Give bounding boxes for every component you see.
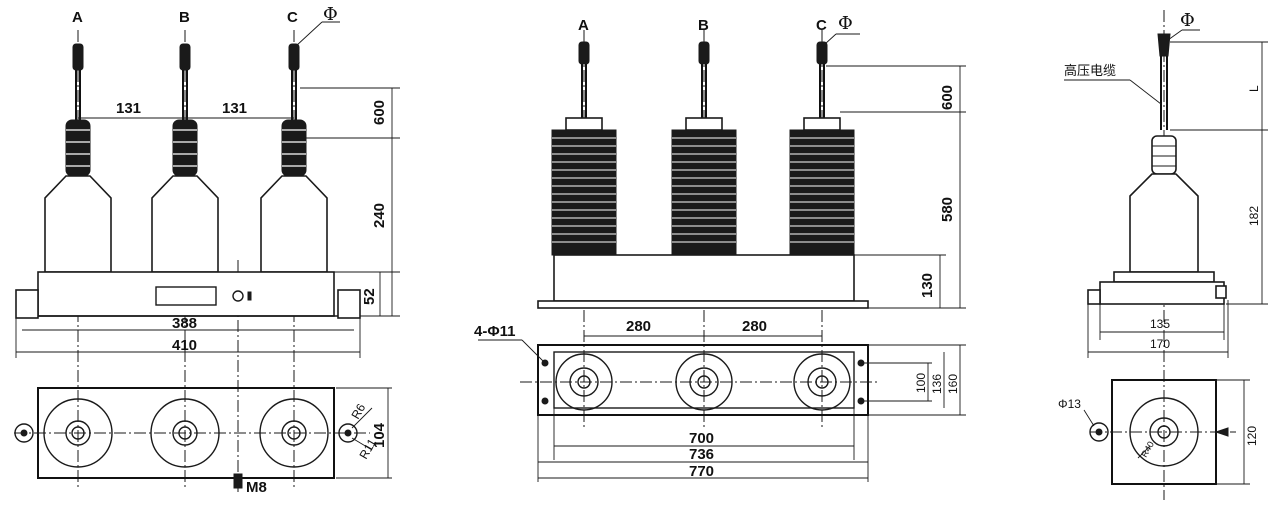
dim-120: 120 <box>1245 426 1259 446</box>
insulator-body-a <box>44 175 112 273</box>
dim-136: 136 <box>930 374 944 394</box>
dim-phi13: Φ13 <box>1058 397 1081 411</box>
terminal-a <box>72 43 84 120</box>
dim-mid-v1: 240 <box>371 203 388 228</box>
dim-spacing-ab-v2: 280 <box>626 318 651 335</box>
mount-foot-left <box>15 289 39 319</box>
view3-plan <box>1083 379 1250 485</box>
view1-front-elevation: 131 131 600 240 52 388 410 A B C Φ <box>14 4 400 496</box>
dim-spacing-bc-v2: 280 <box>742 318 767 335</box>
phase-label-b-v2: B <box>698 17 709 34</box>
dim-770: 770 <box>689 463 714 480</box>
ribbed-insulators-v2 <box>551 129 855 256</box>
dim-spacing-bc-v1: 131 <box>222 100 247 117</box>
dim-100: 100 <box>914 373 928 393</box>
ground-terminal-icon <box>232 290 244 302</box>
dim-182: 182 <box>1247 206 1261 226</box>
dim-spacing-ab-v1: 131 <box>116 100 141 117</box>
dim-700: 700 <box>689 430 714 447</box>
dim-l: L <box>1247 85 1261 92</box>
insulator-body-b <box>151 175 219 273</box>
bolt-m8: M8 <box>246 479 267 496</box>
phi-label-v2: Φ <box>838 13 853 34</box>
dim-388: 388 <box>172 315 197 332</box>
terminal-c <box>288 43 300 120</box>
bushing-sheds-v1 <box>65 119 307 177</box>
base-plate-v2 <box>537 300 869 309</box>
dim-736: 736 <box>689 446 714 463</box>
phi-label-v3: Φ <box>1180 10 1195 31</box>
dim-410: 410 <box>172 337 197 354</box>
base-box-v3 <box>1099 281 1225 305</box>
holes-4-phi11: 4-Φ11 <box>474 323 516 340</box>
dim-mid-v2: 580 <box>939 197 956 222</box>
dim-r6: R6 <box>348 401 368 422</box>
view2-front-elevation: 600 580 130 280 280 A B C Φ <box>474 13 966 482</box>
dim-135: 135 <box>1150 317 1170 331</box>
dim-r40: R40 <box>1139 440 1156 459</box>
dim-base-v1: 52 <box>361 288 378 305</box>
terminal-b <box>179 43 191 120</box>
dim-top-v2: 600 <box>939 85 956 110</box>
insulator-body-v3 <box>1129 173 1199 273</box>
nameplate <box>155 286 217 306</box>
view1-plan <box>14 387 392 489</box>
phi-label-v1: Φ <box>323 4 338 25</box>
cable-label: 高压电缆 <box>1064 63 1116 78</box>
dim-160: 160 <box>946 374 960 394</box>
phase-label-c-v2: C <box>816 17 827 34</box>
dim-base-v2: 130 <box>919 273 936 298</box>
mount-foot-right <box>337 289 361 319</box>
dim-170: 170 <box>1150 337 1170 351</box>
phase-label-a-v2: A <box>578 17 589 34</box>
base-box-v2 <box>553 254 855 302</box>
view3-side-elevation: Φ 高压电缆 L 182 135 170 <box>1058 10 1268 500</box>
dim-top-v1: 600 <box>371 100 388 125</box>
phase-label-b-v1: B <box>179 9 190 26</box>
phase-label-c-v1: C <box>287 9 298 26</box>
phase-label-a-v1: A <box>72 9 83 26</box>
dim-104: 104 <box>371 422 388 448</box>
base-box-v1 <box>37 271 335 317</box>
view2-plan <box>478 339 966 482</box>
insulator-body-c <box>260 175 328 273</box>
